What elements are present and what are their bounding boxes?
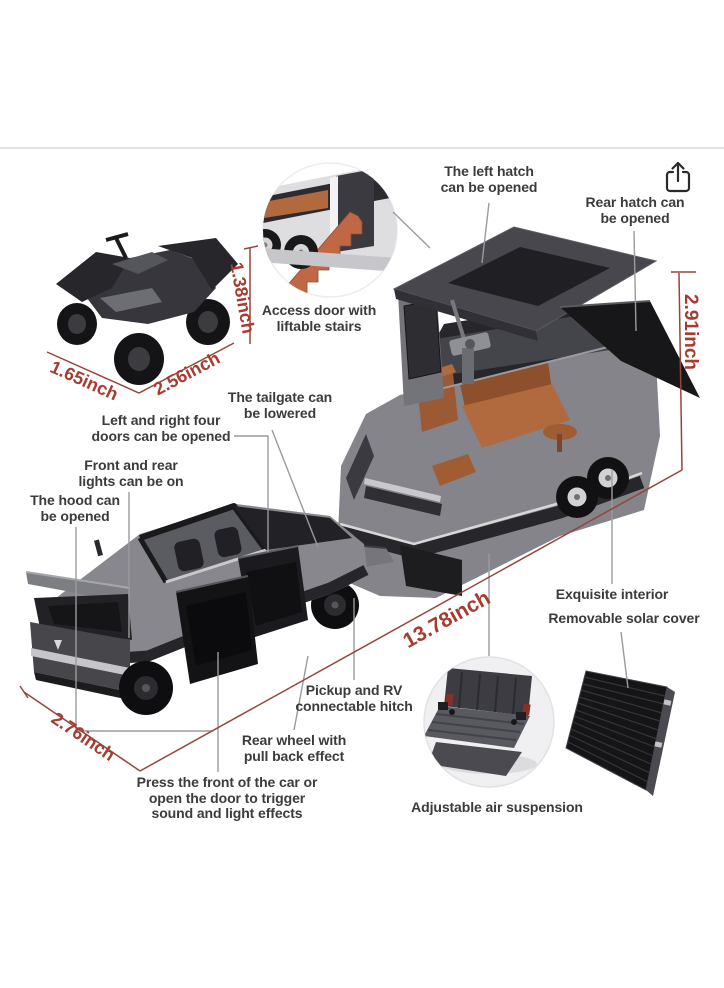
callout-hood: The hood can be opened [30, 492, 120, 524]
callout-lights: Front and rear lights can be on [78, 457, 184, 489]
dimension-trailer-height: 2.91inch [680, 293, 701, 371]
callout-rear-wheel: Rear wheel with pull back effect [241, 732, 347, 764]
callout-sound-light: Press the front of the car or open the d… [136, 774, 318, 822]
callout-tailgate: The tailgate can be lowered [227, 389, 333, 421]
suspension-inset [423, 656, 555, 788]
callout-access-door: Access door with liftable stairs [261, 302, 377, 334]
callout-hitch: Pickup and RV connectable hitch [295, 682, 413, 714]
callout-interior: Exquisite interior [555, 586, 669, 602]
header-divider [0, 147, 724, 149]
trailer-model [330, 226, 700, 598]
callout-rear-hatch: Rear hatch can be opened [585, 194, 685, 226]
truck-model [25, 503, 394, 715]
callout-solar-cover: Removable solar cover [548, 610, 700, 626]
callout-air-suspension: Adjustable air suspension [411, 799, 583, 815]
stairs-inset [262, 162, 398, 298]
callout-lines [75, 202, 637, 772]
atv-model [56, 232, 238, 385]
share-button[interactable] [662, 160, 694, 194]
callout-doors: Left and right four doors can be opened [91, 412, 231, 444]
share-icon [665, 161, 691, 193]
dimension-lines [19, 245, 696, 772]
callout-left-hatch: The left hatch can be opened [440, 163, 538, 195]
solar-panel-model [565, 670, 675, 796]
